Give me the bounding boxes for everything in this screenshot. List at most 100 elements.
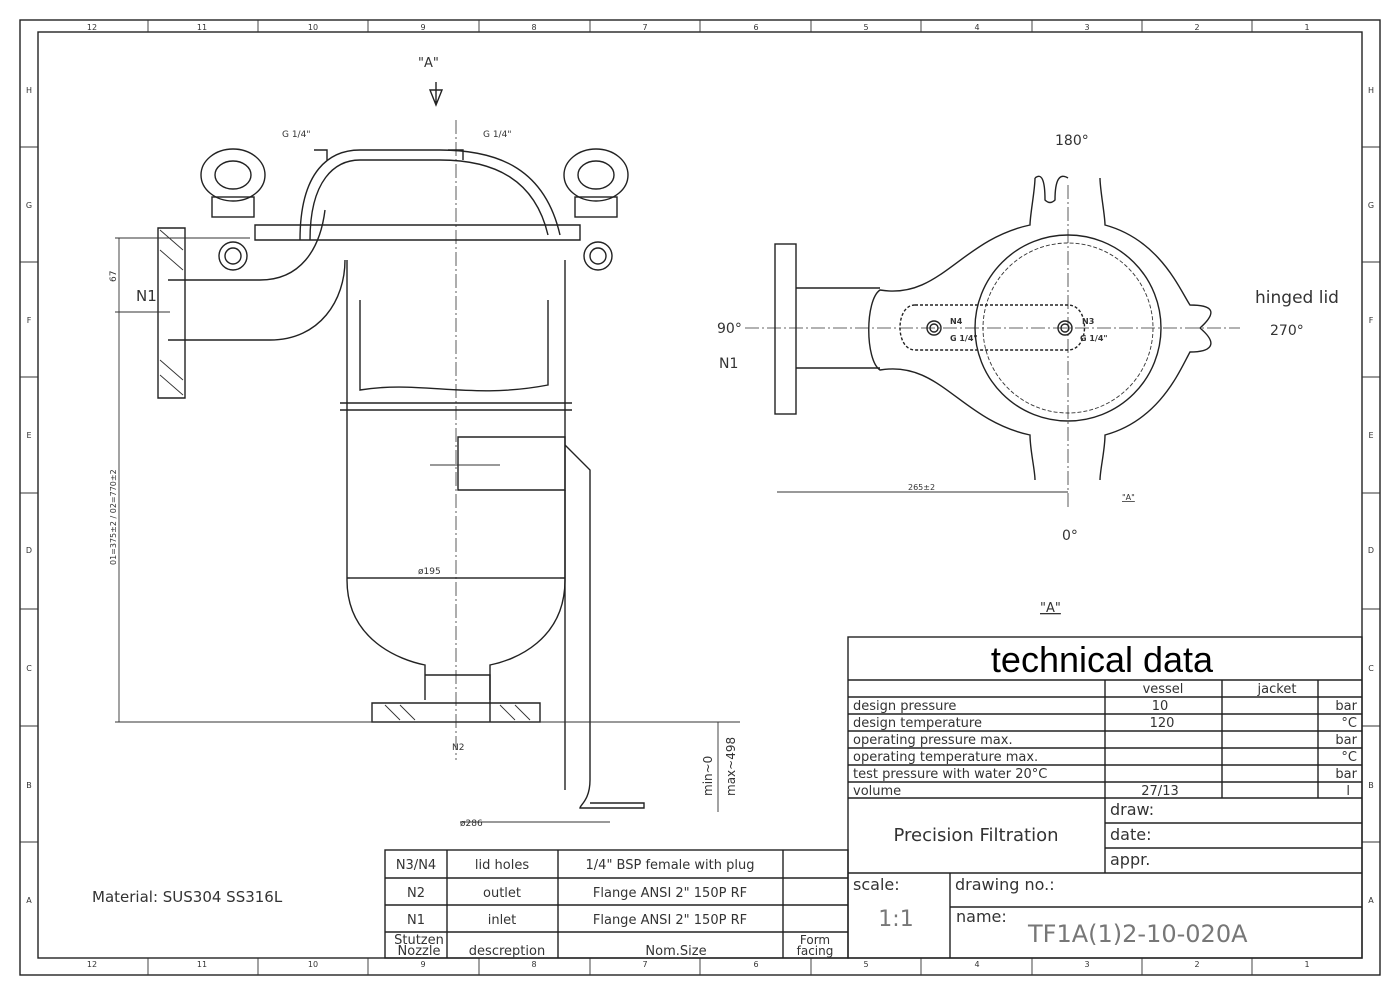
row-label: B <box>26 781 32 790</box>
description-cell: outlet <box>483 886 521 901</box>
nozzle-cell: N1 <box>407 913 425 928</box>
row-label: B <box>1368 781 1374 790</box>
scale-value: 1:1 <box>878 907 913 932</box>
svg-text:120: 120 <box>1150 716 1175 731</box>
technical-data-table: technical data vessel jacket design pres… <box>853 639 1358 948</box>
angle-90: 90° <box>717 321 742 337</box>
outlet-label: N2 <box>452 743 464 753</box>
col-label: 1 <box>1304 960 1309 969</box>
description-cell: lid holes <box>475 858 529 873</box>
col-label: 5 <box>863 23 868 32</box>
header-facing: Form <box>800 933 830 947</box>
row-label: D <box>26 546 32 555</box>
svg-text:operating temperature max.: operating temperature max. <box>853 750 1038 765</box>
header-nozzle-de: Stutzen <box>394 933 444 948</box>
svg-text:design pressure: design pressure <box>853 699 956 714</box>
col-label: 8 <box>531 960 536 969</box>
col-label: 7 <box>642 960 647 969</box>
dim-height: 01=375±2 / 02=770±2 <box>109 469 118 565</box>
col-label: 5 <box>863 960 868 969</box>
drawing-name: TF1A(1)2-10-020A <box>1027 920 1248 948</box>
angle-270: 270° <box>1270 323 1304 339</box>
thread-label: G 1/4" <box>282 130 310 140</box>
row-label: H <box>1368 86 1374 95</box>
side-view-vessel <box>115 82 740 823</box>
row-label: F <box>27 316 32 325</box>
svg-text:27/13: 27/13 <box>1141 784 1178 799</box>
draw-label: draw: <box>1110 800 1154 819</box>
row-label: F <box>1369 316 1374 325</box>
col-label: 3 <box>1084 960 1089 969</box>
size-cell: Flange ANSI 2" 150P RF <box>593 886 747 901</box>
n4-thread: G 1/4" <box>950 334 978 343</box>
header-description: descreption <box>469 944 545 959</box>
eyebolt-right <box>563 148 629 202</box>
dim-67: 67 <box>109 271 119 282</box>
svg-text:°C: °C <box>1341 716 1357 731</box>
view-arrow-icon <box>428 82 444 107</box>
header-size: Nom.Size <box>645 944 706 959</box>
tech-row: operating temperature max. °C <box>853 750 1357 765</box>
col-label: 7 <box>642 23 647 32</box>
row-label: G <box>26 201 32 210</box>
material-note: Material: SUS304 SS316L <box>92 888 283 906</box>
angle-0: 0° <box>1062 528 1078 544</box>
row-label: A <box>1368 896 1374 905</box>
column-labels-bottom: 12 11 10 9 8 7 6 5 4 3 2 1 <box>87 960 1310 969</box>
col-label: 9 <box>420 960 425 969</box>
header-facing: facing <box>797 944 834 958</box>
col-label: 11 <box>197 23 207 32</box>
tech-row: design temperature 120 °C <box>853 716 1357 731</box>
top-view-labels: 180° 90° 270° 0° N1 hinged lid N4 G 1/4"… <box>717 133 1339 616</box>
row-label: E <box>1368 431 1373 440</box>
col-label: 10 <box>308 960 318 969</box>
view-title: "A" <box>1040 601 1061 616</box>
row-label: C <box>26 664 32 673</box>
col-label: 11 <box>197 960 207 969</box>
col-label: 6 <box>753 960 758 969</box>
size-cell: Flange ANSI 2" 150P RF <box>593 913 747 928</box>
view-marker: "A" <box>1122 493 1135 502</box>
dim-d286: ø286 <box>460 819 483 829</box>
col-label: 2 <box>1194 23 1199 32</box>
title-block-grid <box>847 636 1363 959</box>
col-label: 6 <box>753 23 758 32</box>
col-label: 10 <box>308 23 318 32</box>
drawing-no-label: drawing no.: <box>955 875 1055 894</box>
view-marker: "A" <box>418 56 439 71</box>
hinged-lid-label: hinged lid <box>1255 288 1339 308</box>
header-nozzle-en: Nozzle <box>398 944 441 959</box>
date-label: date: <box>1110 825 1151 844</box>
tech-row: volume 27/13 l <box>853 784 1350 799</box>
inner-frame <box>37 31 1363 959</box>
dim-max: max~498 <box>724 737 738 796</box>
row-label: E <box>26 431 31 440</box>
thread-label: G 1/4" <box>483 130 511 140</box>
col-label: 8 <box>531 23 536 32</box>
n3-label: N3 <box>1082 317 1094 326</box>
svg-text:10: 10 <box>1152 699 1169 714</box>
dim-min: min~0 <box>701 756 715 796</box>
technical-data-title: technical data <box>991 639 1214 680</box>
inlet-label: N1 <box>719 356 738 372</box>
scale-label: scale: <box>853 875 900 894</box>
svg-text:design temperature: design temperature <box>853 716 982 731</box>
col-label: 1 <box>1304 23 1309 32</box>
col-label: 2 <box>1194 960 1199 969</box>
nozzle-table: N3/N4 lid holes 1/4" BSP female with plu… <box>394 858 833 959</box>
company-name: Precision Filtration <box>893 825 1058 846</box>
name-label: name: <box>956 907 1007 926</box>
row-label: C <box>1368 664 1374 673</box>
svg-text:°C: °C <box>1341 750 1357 765</box>
tech-row: design pressure 10 bar <box>853 699 1358 714</box>
tech-row: operating pressure max. bar <box>853 733 1358 748</box>
svg-text:volume: volume <box>853 784 901 799</box>
appr-label: appr. <box>1110 850 1150 869</box>
row-label: G <box>1368 201 1374 210</box>
col-label: 9 <box>420 23 425 32</box>
angle-180: 180° <box>1055 133 1089 149</box>
col-jacket: jacket <box>1257 682 1297 697</box>
description-cell: inlet <box>488 913 517 928</box>
col-vessel: vessel <box>1143 682 1184 697</box>
